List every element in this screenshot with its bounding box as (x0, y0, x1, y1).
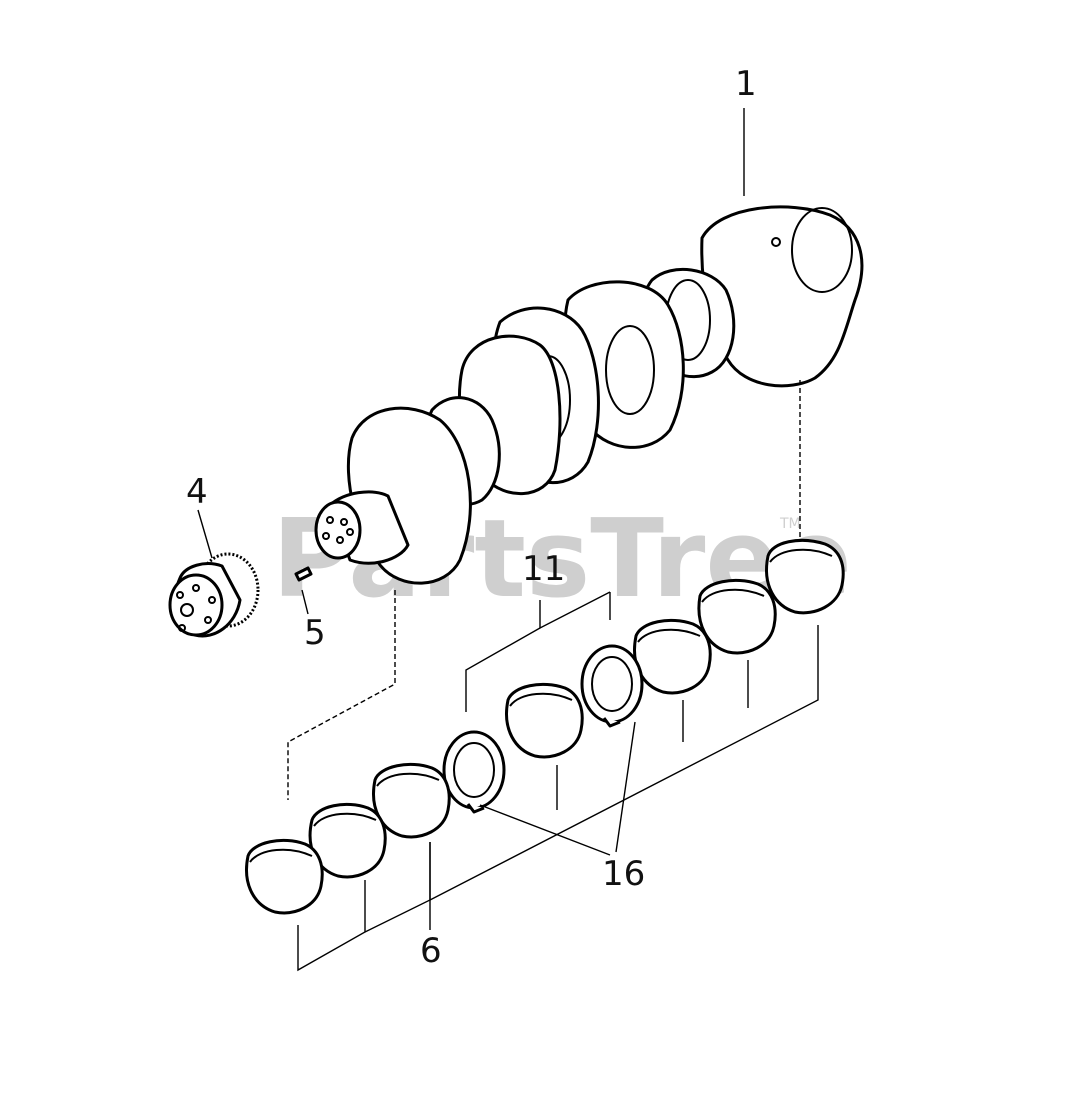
thrust-washer-right (580, 644, 644, 728)
thrust-washer-left (442, 730, 506, 814)
callout-5: 5 (304, 613, 326, 653)
callout-labels: 1 4 5 6 11 16 (186, 64, 757, 971)
callout-4: 4 (186, 472, 208, 512)
callout-6: 6 (420, 931, 442, 971)
leader-lines (197, 108, 819, 972)
main-bearings-lower (245, 762, 451, 915)
dowel-pin (294, 566, 313, 582)
crankshaft (314, 205, 864, 585)
callout-16: 16 (602, 854, 645, 894)
main-bearing-middle (505, 682, 584, 759)
main-bearings-upper (633, 538, 845, 695)
watermark-trademark: TM (779, 516, 801, 532)
timing-gear (168, 552, 260, 638)
callout-11: 11 (522, 549, 565, 589)
callout-1: 1 (735, 64, 757, 104)
